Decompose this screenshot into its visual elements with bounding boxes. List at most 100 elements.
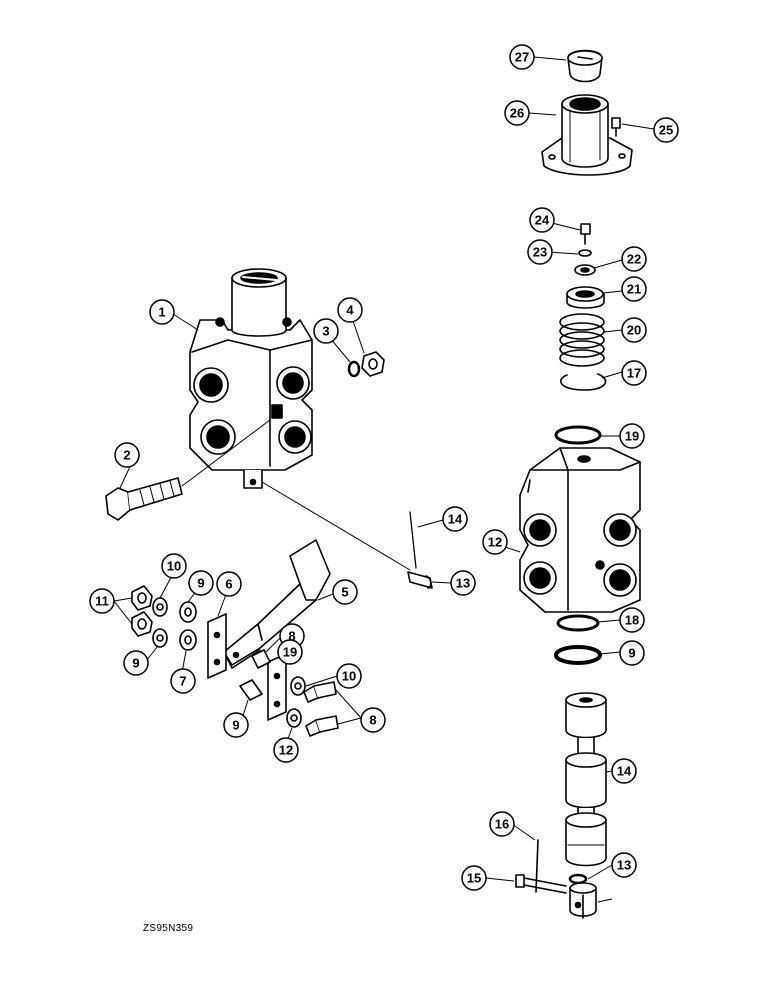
callout-label: 12	[279, 743, 293, 758]
callout-label: 19	[625, 429, 639, 444]
spool-part	[565, 692, 607, 867]
callout-circle	[114, 442, 140, 468]
callout-14: 14	[611, 758, 637, 784]
callout-19: 19	[277, 639, 303, 665]
callout-circle	[170, 668, 196, 694]
cap-screw-part	[611, 117, 621, 137]
callout-label: 3	[322, 324, 329, 339]
bolt-leader-line	[181, 419, 271, 487]
callout-7: 7	[170, 668, 196, 694]
callout-circle	[313, 318, 339, 344]
callout-label: 8	[369, 713, 376, 728]
callout-label: 9	[132, 656, 139, 671]
linkage-pin-part	[407, 571, 433, 589]
valve-body-right	[519, 447, 641, 613]
callout-10: 10	[336, 663, 362, 689]
callout-8: 8	[360, 707, 386, 733]
callout-label: 10	[342, 669, 356, 684]
clevis-part	[569, 882, 597, 919]
linkage-cotter-pin	[409, 511, 417, 569]
callout-label: 20	[627, 323, 641, 338]
callout-label: 5	[341, 585, 348, 600]
spacer-parts	[239, 649, 271, 701]
callout-label: 7	[179, 674, 186, 689]
callout-25: 25	[653, 117, 679, 143]
callout-circle	[527, 239, 553, 265]
callout-9: 9	[223, 712, 249, 738]
callout-circle	[611, 852, 637, 878]
callout-circle	[619, 423, 645, 449]
callout-10: 10	[161, 553, 187, 579]
callout-label: 13	[456, 576, 470, 591]
callout-circle	[621, 360, 647, 386]
callout-circle	[216, 571, 242, 597]
cotter-pin-part	[535, 839, 539, 893]
callout-circle	[337, 297, 363, 323]
callout-label: 2	[123, 448, 130, 463]
callout-label: 9	[628, 646, 635, 661]
callout-label: 6	[225, 577, 232, 592]
callout-13: 13	[450, 570, 476, 596]
callout-circle	[509, 44, 535, 70]
callout-label: 16	[495, 817, 509, 832]
callout-circle	[336, 663, 362, 689]
callout-circle	[277, 639, 303, 665]
callout-circle	[461, 865, 487, 891]
callout-circle	[332, 579, 358, 605]
spool-washer	[568, 873, 588, 885]
callout-20: 20	[621, 317, 647, 343]
linkage-leader-line	[261, 481, 411, 571]
washer-parts-left	[152, 597, 197, 651]
callout-circle	[621, 276, 647, 302]
callout-label: 10	[167, 559, 181, 574]
callout-label: 21	[627, 282, 641, 297]
callout-label: 19	[283, 645, 297, 660]
callout-circle	[621, 246, 647, 272]
drawing-code: ZS95N359	[143, 923, 194, 934]
callout-14: 14	[442, 506, 468, 532]
callout-label: 24	[535, 213, 550, 228]
callout-2: 2	[114, 442, 140, 468]
callout-label: 14	[448, 512, 463, 527]
callout-circle	[653, 117, 679, 143]
callout-label: 1	[158, 305, 165, 320]
callout-circle	[489, 811, 515, 837]
callout-label: 18	[625, 613, 639, 628]
callout-circle	[450, 570, 476, 596]
callout-9: 9	[123, 650, 149, 676]
callout-15: 15	[461, 865, 487, 891]
callout-4: 4	[337, 297, 363, 323]
callout-circle	[529, 207, 555, 233]
callout-9: 9	[188, 570, 214, 596]
callout-13: 13	[611, 852, 637, 878]
link-plate-left	[207, 613, 227, 679]
callout-circle	[360, 707, 386, 733]
callout-circle	[273, 737, 299, 763]
callout-17: 17	[621, 360, 647, 386]
callout-label: 15	[467, 871, 481, 886]
callout-label: 8	[288, 629, 295, 644]
spring-stack-parts	[559, 223, 607, 391]
callout-27: 27	[509, 44, 535, 70]
callout-circle	[161, 553, 187, 579]
callout-5: 5	[332, 579, 358, 605]
callout-label: 9	[232, 718, 239, 733]
callout-label: 13	[617, 858, 631, 873]
callout-26: 26	[504, 100, 530, 126]
callout-label: 9	[197, 576, 204, 591]
cap-screw-parts	[303, 681, 339, 737]
callout-21: 21	[621, 276, 647, 302]
callout-18: 18	[619, 607, 645, 633]
callout-circle	[149, 299, 175, 325]
link-plate-right	[267, 653, 287, 721]
callout-6: 6	[216, 571, 242, 597]
callout-circle	[223, 712, 249, 738]
callout-label: 11	[95, 594, 109, 609]
callout-label: 25	[659, 123, 673, 138]
dust-cap-part	[567, 49, 603, 83]
callout-label: 27	[515, 50, 529, 65]
callout-circle	[89, 588, 115, 614]
callout-circle	[619, 607, 645, 633]
callout-circle	[188, 570, 214, 596]
